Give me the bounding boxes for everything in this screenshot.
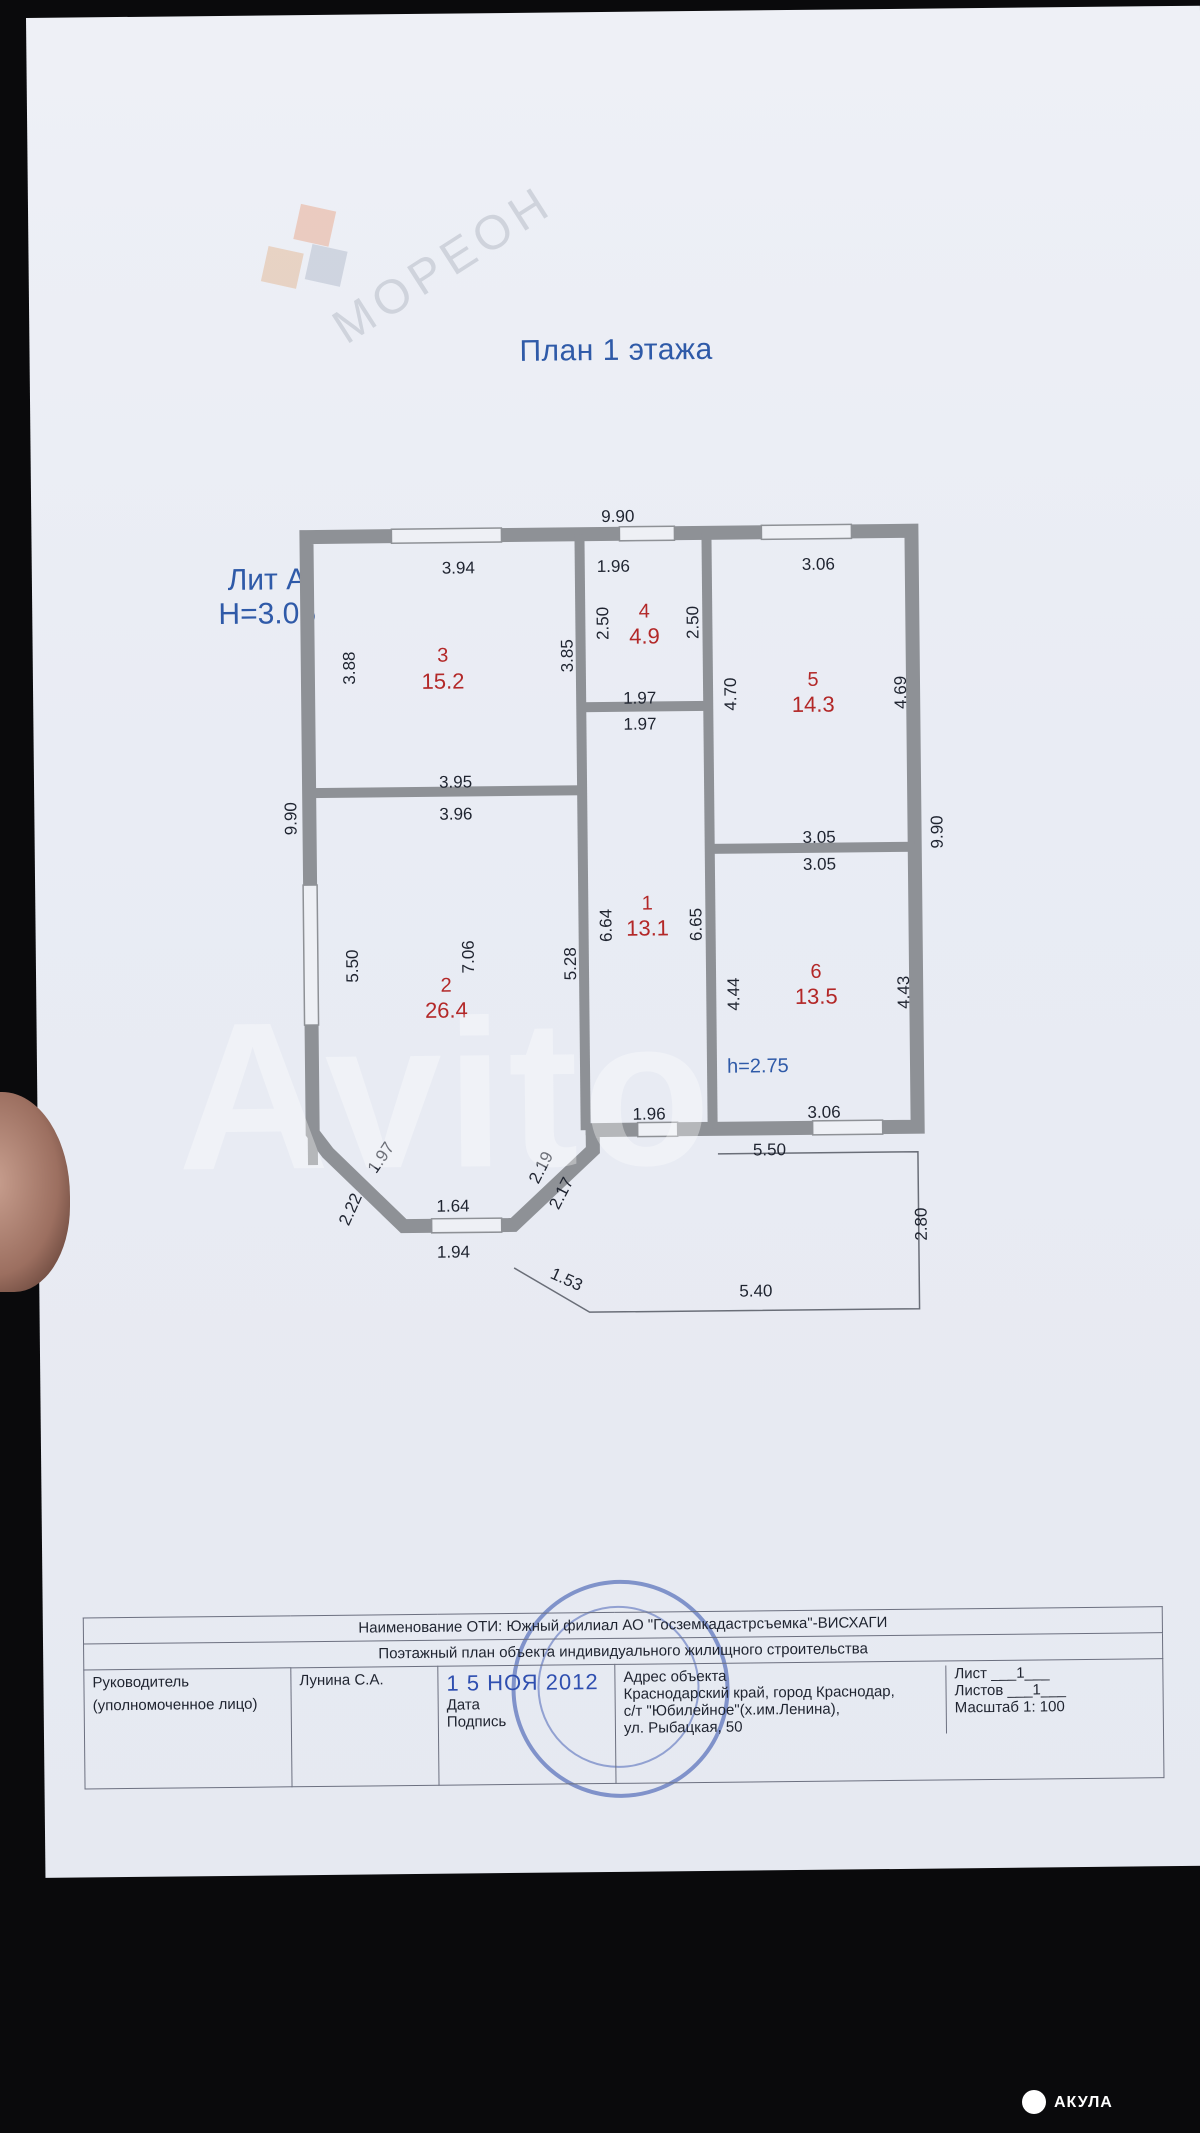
svg-text:6.64: 6.64: [596, 909, 615, 942]
svg-text:3.94: 3.94: [442, 558, 475, 577]
svg-text:4.9: 4.9: [629, 623, 660, 648]
svg-text:1.64: 1.64: [436, 1196, 469, 1215]
svg-text:3.88: 3.88: [340, 651, 359, 684]
svg-text:3.05: 3.05: [803, 855, 836, 874]
svg-text:14.3: 14.3: [792, 692, 835, 717]
svg-text:3.85: 3.85: [558, 639, 577, 672]
svg-text:6: 6: [810, 961, 821, 983]
date-cell: 1 5 НОЯ 2012 Дата Подпись: [437, 1664, 617, 1786]
svg-text:3.95: 3.95: [439, 772, 472, 791]
svg-text:2.50: 2.50: [593, 607, 612, 640]
svg-text:9.90: 9.90: [281, 802, 300, 835]
svg-text:3: 3: [437, 645, 448, 667]
svg-text:26.4: 26.4: [425, 997, 468, 1022]
svg-text:3.06: 3.06: [802, 555, 835, 574]
svg-text:15.2: 15.2: [421, 668, 464, 693]
svg-text:3.05: 3.05: [803, 828, 836, 847]
svg-text:9.90: 9.90: [601, 507, 634, 526]
svg-text:2: 2: [440, 975, 451, 997]
svg-text:9.90: 9.90: [927, 815, 946, 848]
svg-text:1.97: 1.97: [623, 714, 656, 733]
walls: [299, 523, 925, 1234]
head-name: Лунина С.А.: [290, 1666, 440, 1787]
svg-text:5.50: 5.50: [753, 1140, 786, 1159]
svg-text:6.65: 6.65: [686, 908, 705, 941]
svg-text:3.96: 3.96: [439, 804, 472, 823]
svg-text:5.28: 5.28: [561, 947, 580, 980]
svg-text:5.40: 5.40: [739, 1281, 772, 1300]
svg-text:h=2.75: h=2.75: [727, 1055, 789, 1078]
svg-text:4.70: 4.70: [721, 677, 740, 710]
svg-text:5: 5: [807, 669, 818, 691]
head-cell: Руководитель (уполномоченное лицо): [83, 1667, 293, 1789]
svg-text:13.5: 13.5: [795, 984, 838, 1009]
svg-text:5.50: 5.50: [343, 949, 362, 982]
svg-text:4.43: 4.43: [894, 976, 913, 1009]
address-cell: Адрес объекта Краснодарский край, город …: [614, 1658, 1164, 1784]
avito-watermark: Avito: [176, 973, 716, 1215]
svg-text:3.06: 3.06: [807, 1103, 840, 1122]
svg-text:4: 4: [639, 601, 650, 623]
svg-text:7.06: 7.06: [459, 940, 478, 973]
title-block-table: Наименование ОТИ: Южный филиал АО "Госзе…: [83, 1606, 1165, 1789]
svg-text:2.50: 2.50: [683, 606, 702, 639]
document-paper: МОРЕОН План 1 этажа Лит А H=3.05: [26, 5, 1200, 1878]
floor-plan: 9.90 3.94 1.96 3.06 3.88 3.85 2.50 2.50 …: [281, 507, 947, 1313]
svg-text:13.1: 13.1: [626, 915, 669, 940]
svg-text:2.80: 2.80: [912, 1207, 931, 1240]
svg-text:4.44: 4.44: [724, 977, 743, 1010]
svg-text:1.96: 1.96: [597, 557, 630, 576]
svg-text:4.69: 4.69: [891, 676, 910, 709]
svg-text:1: 1: [642, 892, 653, 914]
svg-text:1.97: 1.97: [623, 688, 656, 707]
svg-text:1.94: 1.94: [437, 1242, 470, 1261]
svg-text:1.96: 1.96: [632, 1104, 665, 1123]
shark-icon: [1022, 2090, 1046, 2114]
akula-watermark: АКУЛА: [1054, 2094, 1113, 2111]
